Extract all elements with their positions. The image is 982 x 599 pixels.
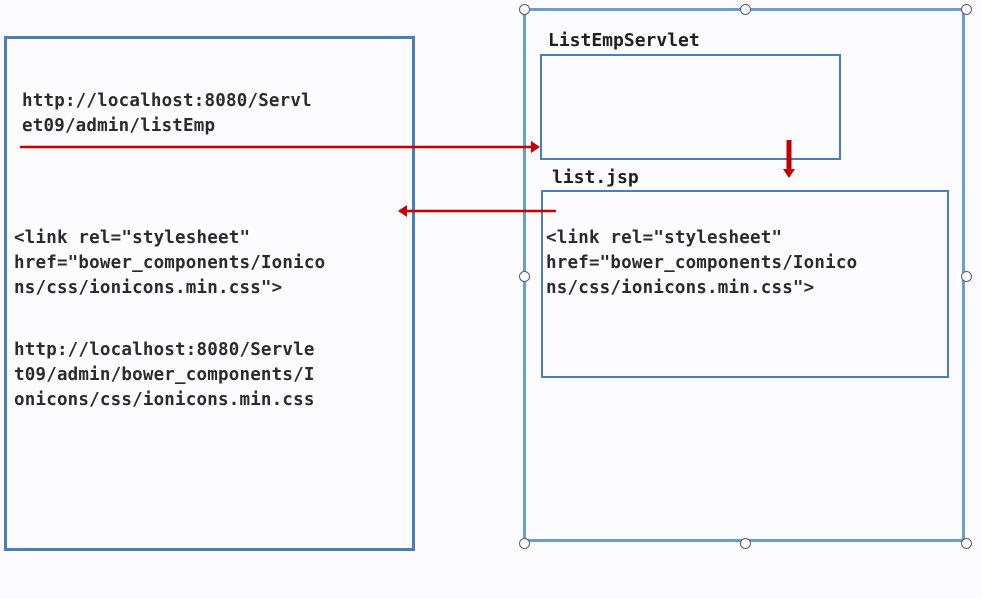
handle-top-center[interactable] — [739, 3, 751, 15]
handle-middle-left[interactable] — [518, 270, 530, 282]
handle-top-right[interactable] — [960, 3, 972, 15]
handle-top-left[interactable] — [518, 3, 530, 15]
handle-bottom-right[interactable] — [960, 537, 972, 549]
resolved-url-text: http://localhost:8080/Servle t09/admin/b… — [14, 340, 315, 410]
link-tag-text: <link rel="stylesheet" href="bower_compo… — [14, 228, 326, 298]
handle-bottom-center[interactable] — [739, 537, 751, 549]
servlet-label: ListEmpServlet — [548, 30, 700, 51]
handle-bottom-left[interactable] — [518, 537, 530, 549]
jsp-label: list.jsp — [552, 167, 639, 188]
jsp-code-text: <link rel="stylesheet" href="bower_compo… — [546, 228, 858, 298]
servlet-box[interactable] — [540, 54, 841, 160]
request-url-text: http://localhost:8080/Servl et09/admin/l… — [22, 91, 312, 136]
browser-output-panel[interactable] — [4, 36, 415, 551]
handle-middle-right[interactable] — [960, 270, 972, 282]
jsp-box[interactable] — [541, 190, 949, 378]
